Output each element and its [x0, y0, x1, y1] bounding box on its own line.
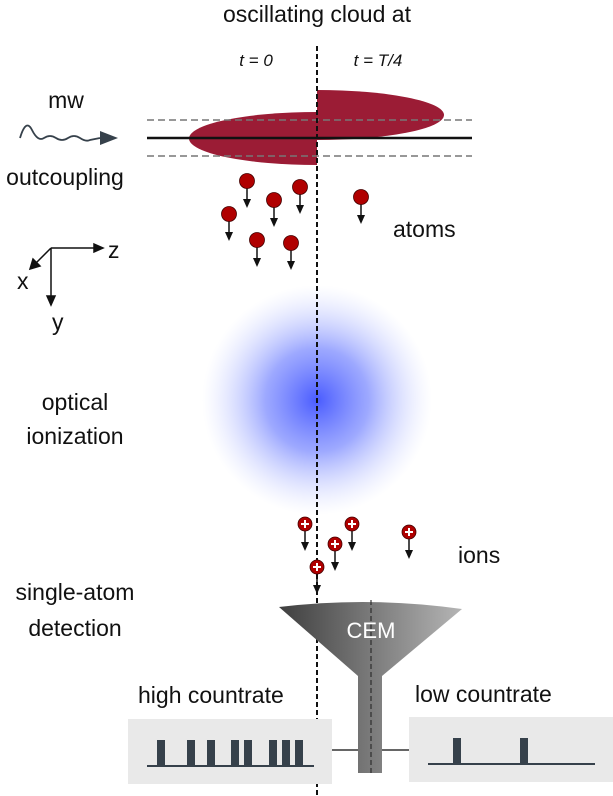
high-countrate-pulse [282, 740, 290, 766]
high-countrate-pulse [187, 740, 195, 766]
high-countrate-pulse [231, 740, 239, 766]
ion [297, 516, 313, 551]
cem-detector [279, 601, 462, 773]
down-arrow-icon [296, 205, 304, 214]
plus-icon [348, 520, 356, 528]
down-arrow-icon [270, 218, 278, 227]
microwave-wave-icon [19, 124, 101, 142]
mw-label: mw [48, 87, 84, 113]
ionization-label: ionization [26, 423, 123, 449]
ion [401, 524, 417, 559]
atoms-group [221, 173, 369, 270]
high-countrate-label: high countrate [138, 682, 284, 708]
ion [309, 559, 325, 594]
axis-z-label: z [108, 237, 120, 263]
down-arrow-icon [405, 550, 413, 559]
axis-x-label: x [17, 268, 29, 294]
atom [239, 173, 255, 208]
high-countrate-pulse [207, 740, 215, 766]
down-arrow-icon [243, 199, 251, 208]
atom [221, 206, 237, 241]
atom [292, 179, 308, 214]
ions-label: ions [458, 542, 500, 568]
pulses-group [157, 738, 528, 766]
atom [353, 189, 369, 224]
down-arrow-icon [313, 585, 321, 594]
down-arrow-icon [225, 232, 233, 241]
high-countrate-pulse [295, 740, 303, 766]
optical-label: optical [42, 389, 108, 415]
atom [266, 192, 282, 227]
single-atom-label: single-atom [16, 579, 135, 605]
low-countrate-pulse [520, 738, 528, 764]
ions-group [297, 516, 417, 594]
cem-label: CEM [347, 618, 396, 643]
microwave-arrow-icon [100, 131, 118, 145]
down-arrow-icon [301, 542, 309, 551]
outcoupling-label: outcoupling [6, 164, 124, 190]
high-countrate-pulse [157, 740, 165, 766]
coordinate-axes [28, 242, 105, 307]
low-countrate-pulse [453, 738, 461, 764]
time-label-t0: t = 0 [239, 51, 273, 70]
axis-y-label: y [52, 309, 64, 335]
high-countrate-pulse [244, 740, 252, 766]
title: oscillating cloud at [223, 1, 412, 27]
down-arrow-icon [287, 261, 295, 270]
plus-icon [313, 563, 321, 571]
atom [249, 232, 265, 267]
plus-icon [331, 540, 339, 548]
atoms-label: atoms [393, 216, 456, 242]
down-arrow-icon [348, 542, 356, 551]
down-arrow-icon [357, 215, 365, 224]
down-arrow-icon [253, 258, 261, 267]
detection-label: detection [28, 615, 121, 641]
ion [344, 516, 360, 551]
high-countrate-pulse [269, 740, 277, 766]
low-countrate-box [409, 717, 613, 782]
ion [327, 536, 343, 571]
plus-icon [301, 520, 309, 528]
low-countrate-label: low countrate [415, 681, 552, 707]
atom [283, 235, 299, 270]
cloud-t-quarter [317, 90, 444, 140]
plus-icon [405, 528, 413, 536]
down-arrow-icon [331, 562, 339, 571]
time-label-t-quarter: t = T/4 [354, 51, 403, 70]
